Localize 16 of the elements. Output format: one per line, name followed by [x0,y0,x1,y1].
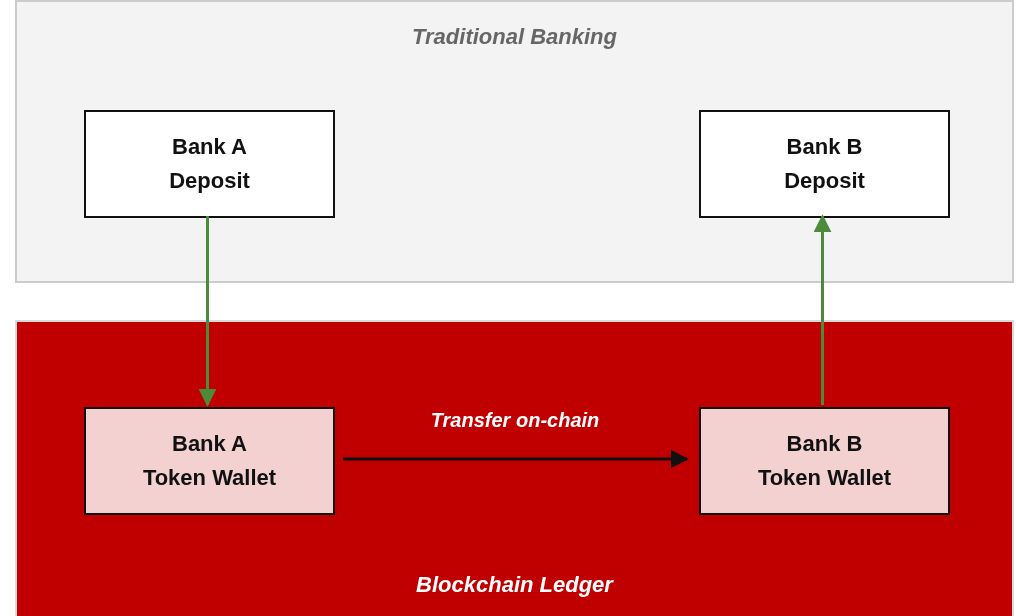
box-label: Bank B Token Wallet [756,429,893,492]
wallet-box [84,407,335,515]
deposit-box [699,110,950,218]
group-panel [15,320,1014,616]
arrow [343,450,689,468]
edge-label: Transfer on-chain [430,409,600,432]
box-label: Bank A Token Wallet [141,429,278,492]
arrow [813,214,832,405]
panel-title: Traditional Banking [411,24,618,50]
group-panel [15,0,1014,283]
box-label: Bank B Deposit [783,132,866,195]
panel-title: Blockchain Ledger [415,572,615,598]
wallet-box [699,407,950,515]
arrow [198,216,217,407]
deposit-box [84,110,335,218]
box-label: Bank A Deposit [168,132,251,195]
